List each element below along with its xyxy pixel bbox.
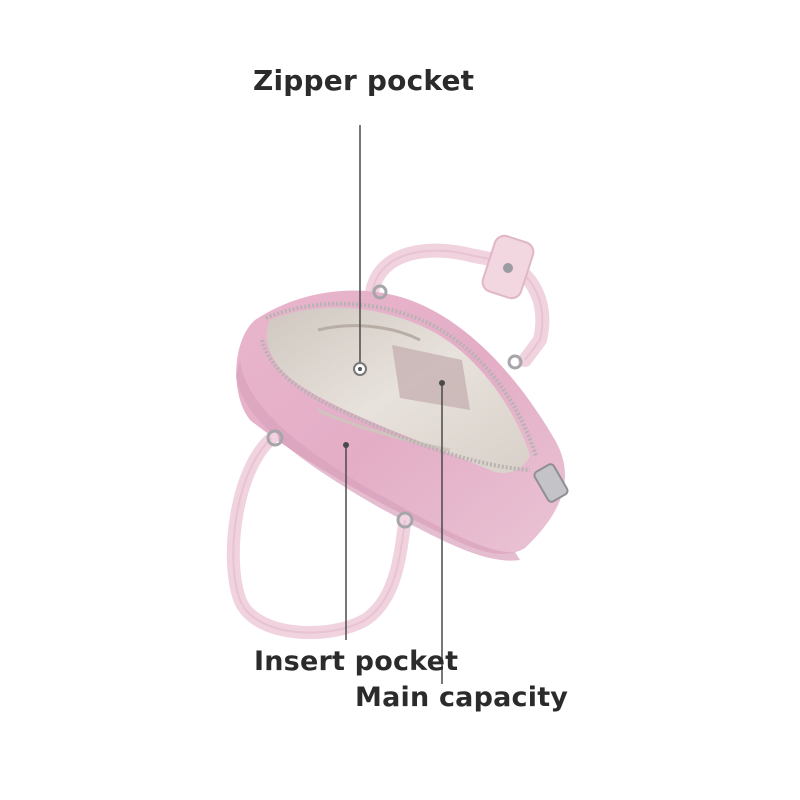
handle-ring: [396, 511, 414, 529]
main-capacity-label: Main capacity: [355, 682, 569, 713]
patch-pocket: [392, 345, 470, 410]
zipper-pocket-opening: [317, 324, 421, 342]
bag-interior: [266, 307, 530, 474]
insert-pocket-label: Insert pocket: [254, 646, 459, 677]
zipper-pocket-label: Zipper pocket: [253, 64, 475, 97]
handle-ring: [372, 284, 388, 300]
snap-button: [503, 263, 513, 273]
handle-ring: [266, 429, 284, 447]
main-capacity-marker: [439, 380, 445, 386]
handle-ring: [507, 354, 523, 370]
zipper-track: [265, 301, 538, 457]
zipper-pull: [533, 463, 569, 503]
insert-pocket-marker: [343, 442, 349, 448]
